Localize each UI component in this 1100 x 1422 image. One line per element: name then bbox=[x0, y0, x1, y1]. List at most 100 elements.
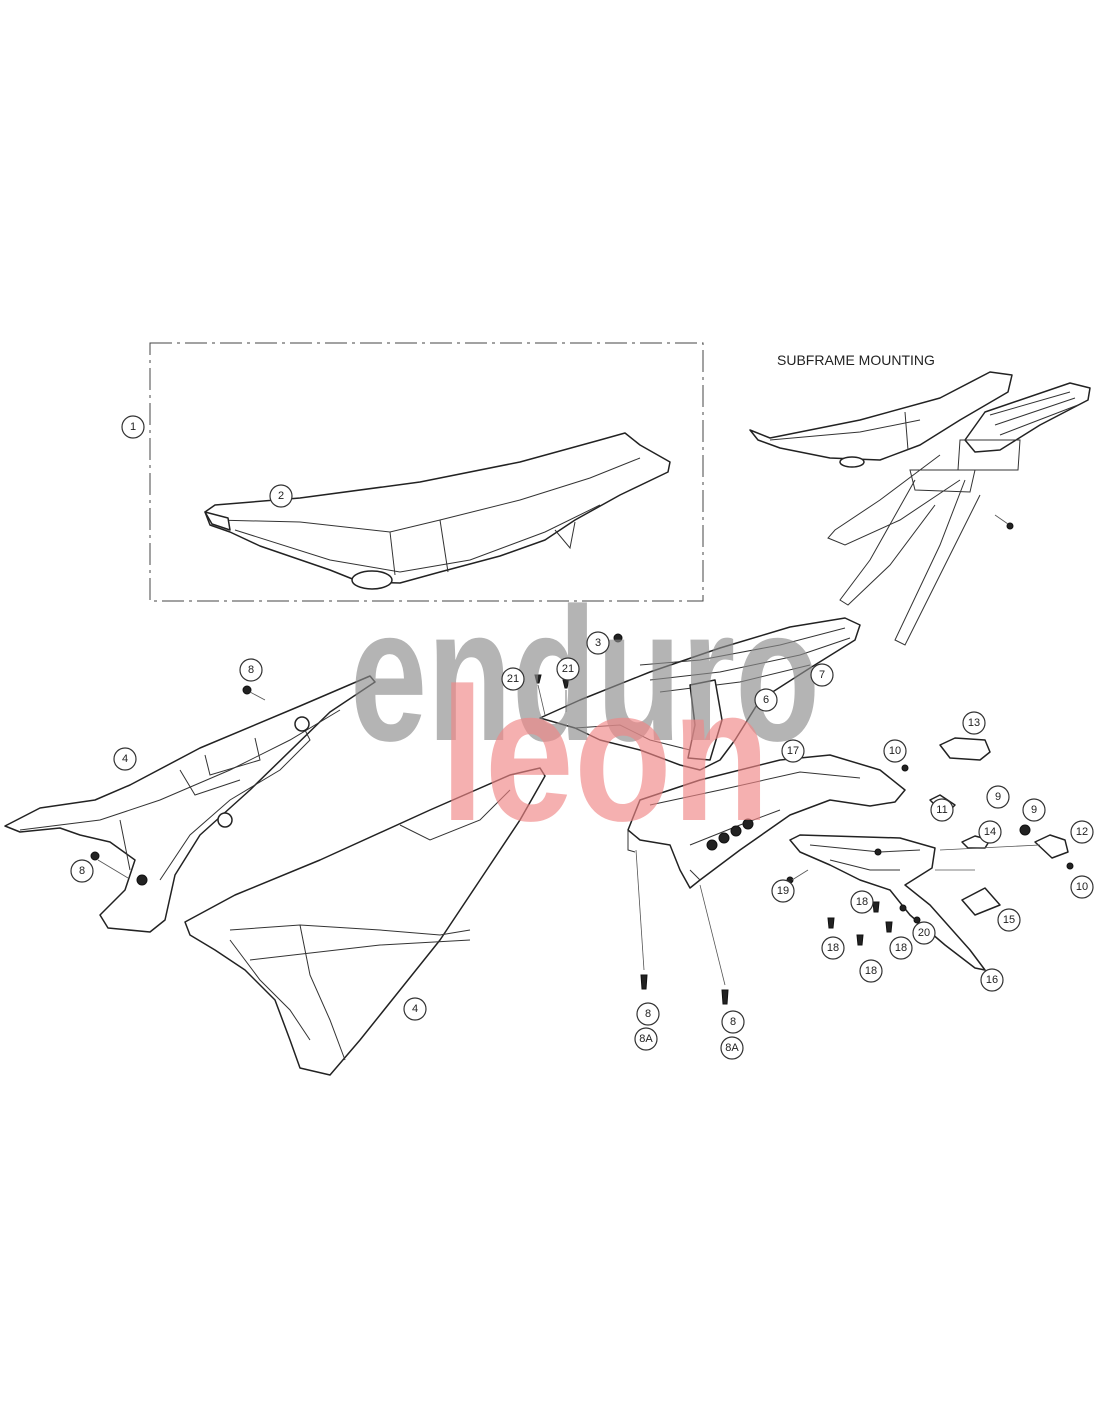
callout-circle bbox=[121, 415, 145, 439]
callout-number: 13 bbox=[968, 717, 980, 729]
callout-number: 2 bbox=[278, 490, 284, 502]
seat-assembly-box bbox=[149, 342, 704, 602]
callout-circle bbox=[912, 921, 936, 945]
callout-number: 9 bbox=[1031, 804, 1037, 816]
callout-number: 17 bbox=[787, 745, 799, 757]
callout-number: 10 bbox=[1076, 881, 1088, 893]
callout-number: 4 bbox=[412, 1003, 418, 1015]
callout-number: 18 bbox=[856, 896, 868, 908]
callout-circle bbox=[859, 959, 883, 983]
rear-fender bbox=[534, 617, 861, 771]
callout-c18a: 18 bbox=[850, 890, 874, 914]
callout-number: 8A bbox=[725, 1042, 739, 1054]
callout-number: 18 bbox=[895, 942, 907, 954]
callout-circle bbox=[70, 859, 94, 883]
callout-circle bbox=[850, 890, 874, 914]
callout-number: 8 bbox=[248, 664, 254, 676]
callout-number: 15 bbox=[1003, 914, 1015, 926]
callout-number: 7 bbox=[819, 669, 825, 681]
callout-number: 12 bbox=[1076, 826, 1088, 838]
callout-number: 19 bbox=[777, 885, 789, 897]
callout-circle bbox=[269, 484, 293, 508]
callout-circle bbox=[634, 1027, 658, 1051]
callout-number: 21 bbox=[562, 663, 574, 675]
callout-number: 8 bbox=[645, 1008, 651, 1020]
number-plate-holder bbox=[627, 754, 906, 889]
callout-c13: 13 bbox=[962, 711, 986, 735]
callout-circle bbox=[883, 739, 907, 763]
callout-c17: 17 bbox=[781, 739, 805, 763]
subframe-illustration bbox=[749, 371, 1091, 646]
callout-c8a: 8 bbox=[239, 658, 263, 682]
callout-circle bbox=[771, 879, 795, 903]
callout-circle bbox=[754, 688, 778, 712]
callout-circle bbox=[986, 785, 1010, 809]
callout-c9b: 9 bbox=[1022, 798, 1046, 822]
callout-c21b: 21 bbox=[556, 657, 580, 681]
callout-c6: 6 bbox=[754, 688, 778, 712]
callout-number: 6 bbox=[763, 694, 769, 706]
callout-c3: 3 bbox=[586, 631, 610, 655]
callout-circle bbox=[1070, 875, 1094, 899]
callout-c15: 15 bbox=[997, 908, 1021, 932]
rear-mudguard-bracket bbox=[786, 834, 1041, 971]
callout-circle bbox=[889, 936, 913, 960]
callout-c1: 1 bbox=[121, 415, 145, 439]
callout-circle bbox=[810, 663, 834, 687]
callout-c8Aa: 8A bbox=[634, 1027, 658, 1051]
callout-number: 21 bbox=[507, 673, 519, 685]
callout-circle bbox=[721, 1010, 745, 1034]
bolts-8 bbox=[90, 685, 729, 1005]
callout-circle bbox=[636, 1002, 660, 1026]
callout-number: 16 bbox=[986, 974, 998, 986]
callout-c12: 12 bbox=[1070, 820, 1094, 844]
seat-part bbox=[204, 432, 671, 590]
watermark-line1: enduro bbox=[350, 569, 820, 781]
callout-c2: 2 bbox=[269, 484, 293, 508]
callout-circle bbox=[556, 657, 580, 681]
callout-number: 11 bbox=[936, 804, 947, 816]
callout-number: 1 bbox=[130, 421, 136, 433]
callout-number: 8 bbox=[79, 865, 85, 877]
watermark-line2: leon bbox=[440, 649, 770, 861]
callout-c14: 14 bbox=[978, 820, 1002, 844]
left-side-panel bbox=[4, 675, 376, 933]
callout-circle bbox=[997, 908, 1021, 932]
callout-c4a: 4 bbox=[113, 747, 137, 771]
callout-circle bbox=[930, 798, 954, 822]
callout-c8c: 8 bbox=[636, 1002, 660, 1026]
callout-circle bbox=[501, 667, 525, 691]
callout-circle bbox=[239, 658, 263, 682]
callout-circle bbox=[821, 936, 845, 960]
subframe-mounting-title: SUBFRAME MOUNTING bbox=[777, 352, 935, 368]
callout-c9a: 9 bbox=[986, 785, 1010, 809]
callout-circle bbox=[781, 739, 805, 763]
callout-c10a: 10 bbox=[883, 739, 907, 763]
callout-number: 8A bbox=[639, 1033, 653, 1045]
right-side-panel bbox=[184, 767, 546, 1076]
callout-c8d: 8 bbox=[721, 1010, 745, 1034]
callout-circle bbox=[586, 631, 610, 655]
callout-c8Ab: 8A bbox=[720, 1036, 744, 1060]
callout-c21a: 21 bbox=[501, 667, 525, 691]
callout-circle bbox=[403, 997, 427, 1021]
callout-number: 14 bbox=[984, 826, 996, 838]
callout-c20: 20 bbox=[912, 921, 936, 945]
callout-circle bbox=[978, 820, 1002, 844]
callout-circle bbox=[1070, 820, 1094, 844]
callout-c11: 11 bbox=[930, 798, 954, 822]
callout-circle bbox=[962, 711, 986, 735]
callout-c7: 7 bbox=[810, 663, 834, 687]
callout-c19: 19 bbox=[771, 879, 795, 903]
callout-circle bbox=[980, 968, 1004, 992]
callout-c18b: 18 bbox=[821, 936, 845, 960]
callout-group: 123446788888A8A9910101112131415161718181… bbox=[70, 415, 1094, 1060]
callout-circle bbox=[720, 1036, 744, 1060]
callout-c8b: 8 bbox=[70, 859, 94, 883]
callout-circle bbox=[113, 747, 137, 771]
callout-circle bbox=[1022, 798, 1046, 822]
callout-number: 8 bbox=[730, 1016, 736, 1028]
callout-c18d: 18 bbox=[889, 936, 913, 960]
callout-c16: 16 bbox=[980, 968, 1004, 992]
